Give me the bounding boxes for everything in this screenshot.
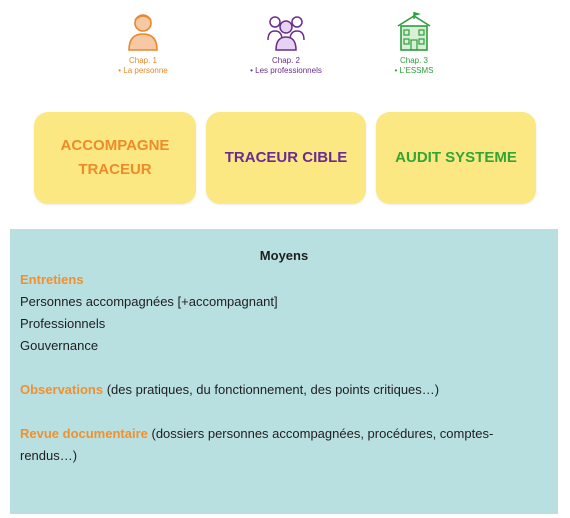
chapter-2-number: Chap. 2 xyxy=(271,56,301,65)
method-1-line-1: ACCOMPAGNE xyxy=(60,137,170,154)
building-icon xyxy=(397,12,431,51)
chapter-1-subtitle: • La personne xyxy=(118,66,168,75)
chapter-3-subtitle: • L'ESSMS xyxy=(394,66,434,75)
method-3-label: AUDIT SYSTEME xyxy=(395,149,517,166)
moyens-panel: Moyens Entretiens Personnes accompagnées… xyxy=(10,229,558,514)
revue-line: Revue documentaire (dossiers personnes a… xyxy=(20,423,548,467)
observations-text: (des pratiques, du fonctionnement, des p… xyxy=(103,382,440,397)
method-audit-systeme: AUDIT SYSTEME xyxy=(376,112,536,204)
group-icon xyxy=(267,16,305,51)
method-traceur-cible: TRACEUR CIBLE xyxy=(206,112,366,204)
chapter-2-subtitle: • Les professionnels xyxy=(250,66,322,75)
entretiens-heading: Entretiens xyxy=(20,272,84,287)
entretiens-item: Personnes accompagnées [+accompagnant] xyxy=(20,294,278,309)
entretiens-item: Professionnels xyxy=(20,316,106,331)
chapter-2: Chap. 2 • Les professionnels xyxy=(221,10,351,76)
chapter-1-number: Chap. 1 xyxy=(128,56,158,65)
revue-heading: Revue documentaire xyxy=(20,426,148,441)
method-accompagne-traceur: ACCOMPAGNE TRACEUR xyxy=(34,112,196,204)
chapter-3-number: Chap. 3 xyxy=(399,56,429,65)
method-2-label: TRACEUR CIBLE xyxy=(224,149,348,166)
panel-title: Moyens xyxy=(259,248,309,263)
entretiens-item: Gouvernance xyxy=(20,338,99,353)
person-icon xyxy=(128,14,158,51)
observations-heading: Observations xyxy=(20,382,104,397)
revue-text: (dossiers personnes accompagnées, procéd… xyxy=(20,426,494,463)
observations-line: Observations (des pratiques, du fonction… xyxy=(20,379,548,401)
chapter-3: Chap. 3 • L'ESSMS xyxy=(349,10,479,76)
method-1-line-2: TRACEUR xyxy=(78,161,152,178)
chapter-1: Chap. 1 • La personne xyxy=(78,10,208,76)
